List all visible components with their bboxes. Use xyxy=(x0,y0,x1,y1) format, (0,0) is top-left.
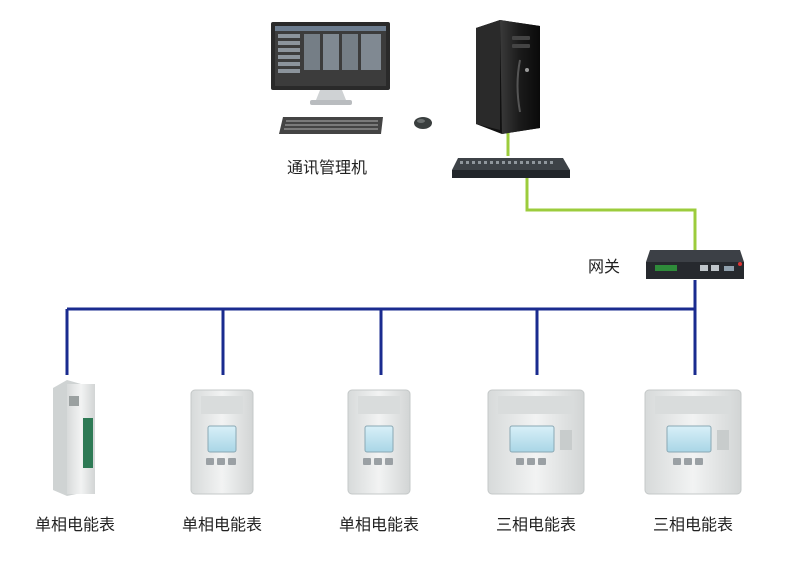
server-tower-icon xyxy=(476,20,540,134)
meter-1: 单相电能表 xyxy=(35,380,115,534)
gateway-label: 网关 xyxy=(588,257,620,276)
three-phase-meter-icon xyxy=(487,389,585,495)
meter-4: 三相电能表 xyxy=(487,389,585,534)
meter-label: 三相电能表 xyxy=(653,515,733,534)
network-switch-icon xyxy=(452,158,570,178)
meter-label: 单相电能表 xyxy=(339,515,419,534)
meter-5: 三相电能表 xyxy=(644,389,742,534)
management-pc-label: 通讯管理机 xyxy=(287,158,367,177)
desktop-computer-icon xyxy=(271,22,432,134)
three-phase-meter-icon xyxy=(644,389,742,495)
rs485-bus xyxy=(65,280,697,375)
switch-gateway-link xyxy=(525,176,697,250)
gateway-device-icon xyxy=(646,250,744,279)
meter-label: 单相电能表 xyxy=(35,515,115,534)
single-phase-meter-icon xyxy=(190,389,254,495)
meter-3: 单相电能表 xyxy=(339,389,419,534)
meter-label: 单相电能表 xyxy=(182,515,262,534)
slim-meter-icon xyxy=(53,380,95,496)
ethernet-links xyxy=(506,128,697,250)
meter-label: 三相电能表 xyxy=(496,515,576,534)
single-phase-meter-icon xyxy=(347,389,411,495)
meter-2: 单相电能表 xyxy=(182,389,262,534)
meters-group: 单相电能表 单相电能表 单相电能表 三相电能表 三相电能表 xyxy=(35,380,742,534)
